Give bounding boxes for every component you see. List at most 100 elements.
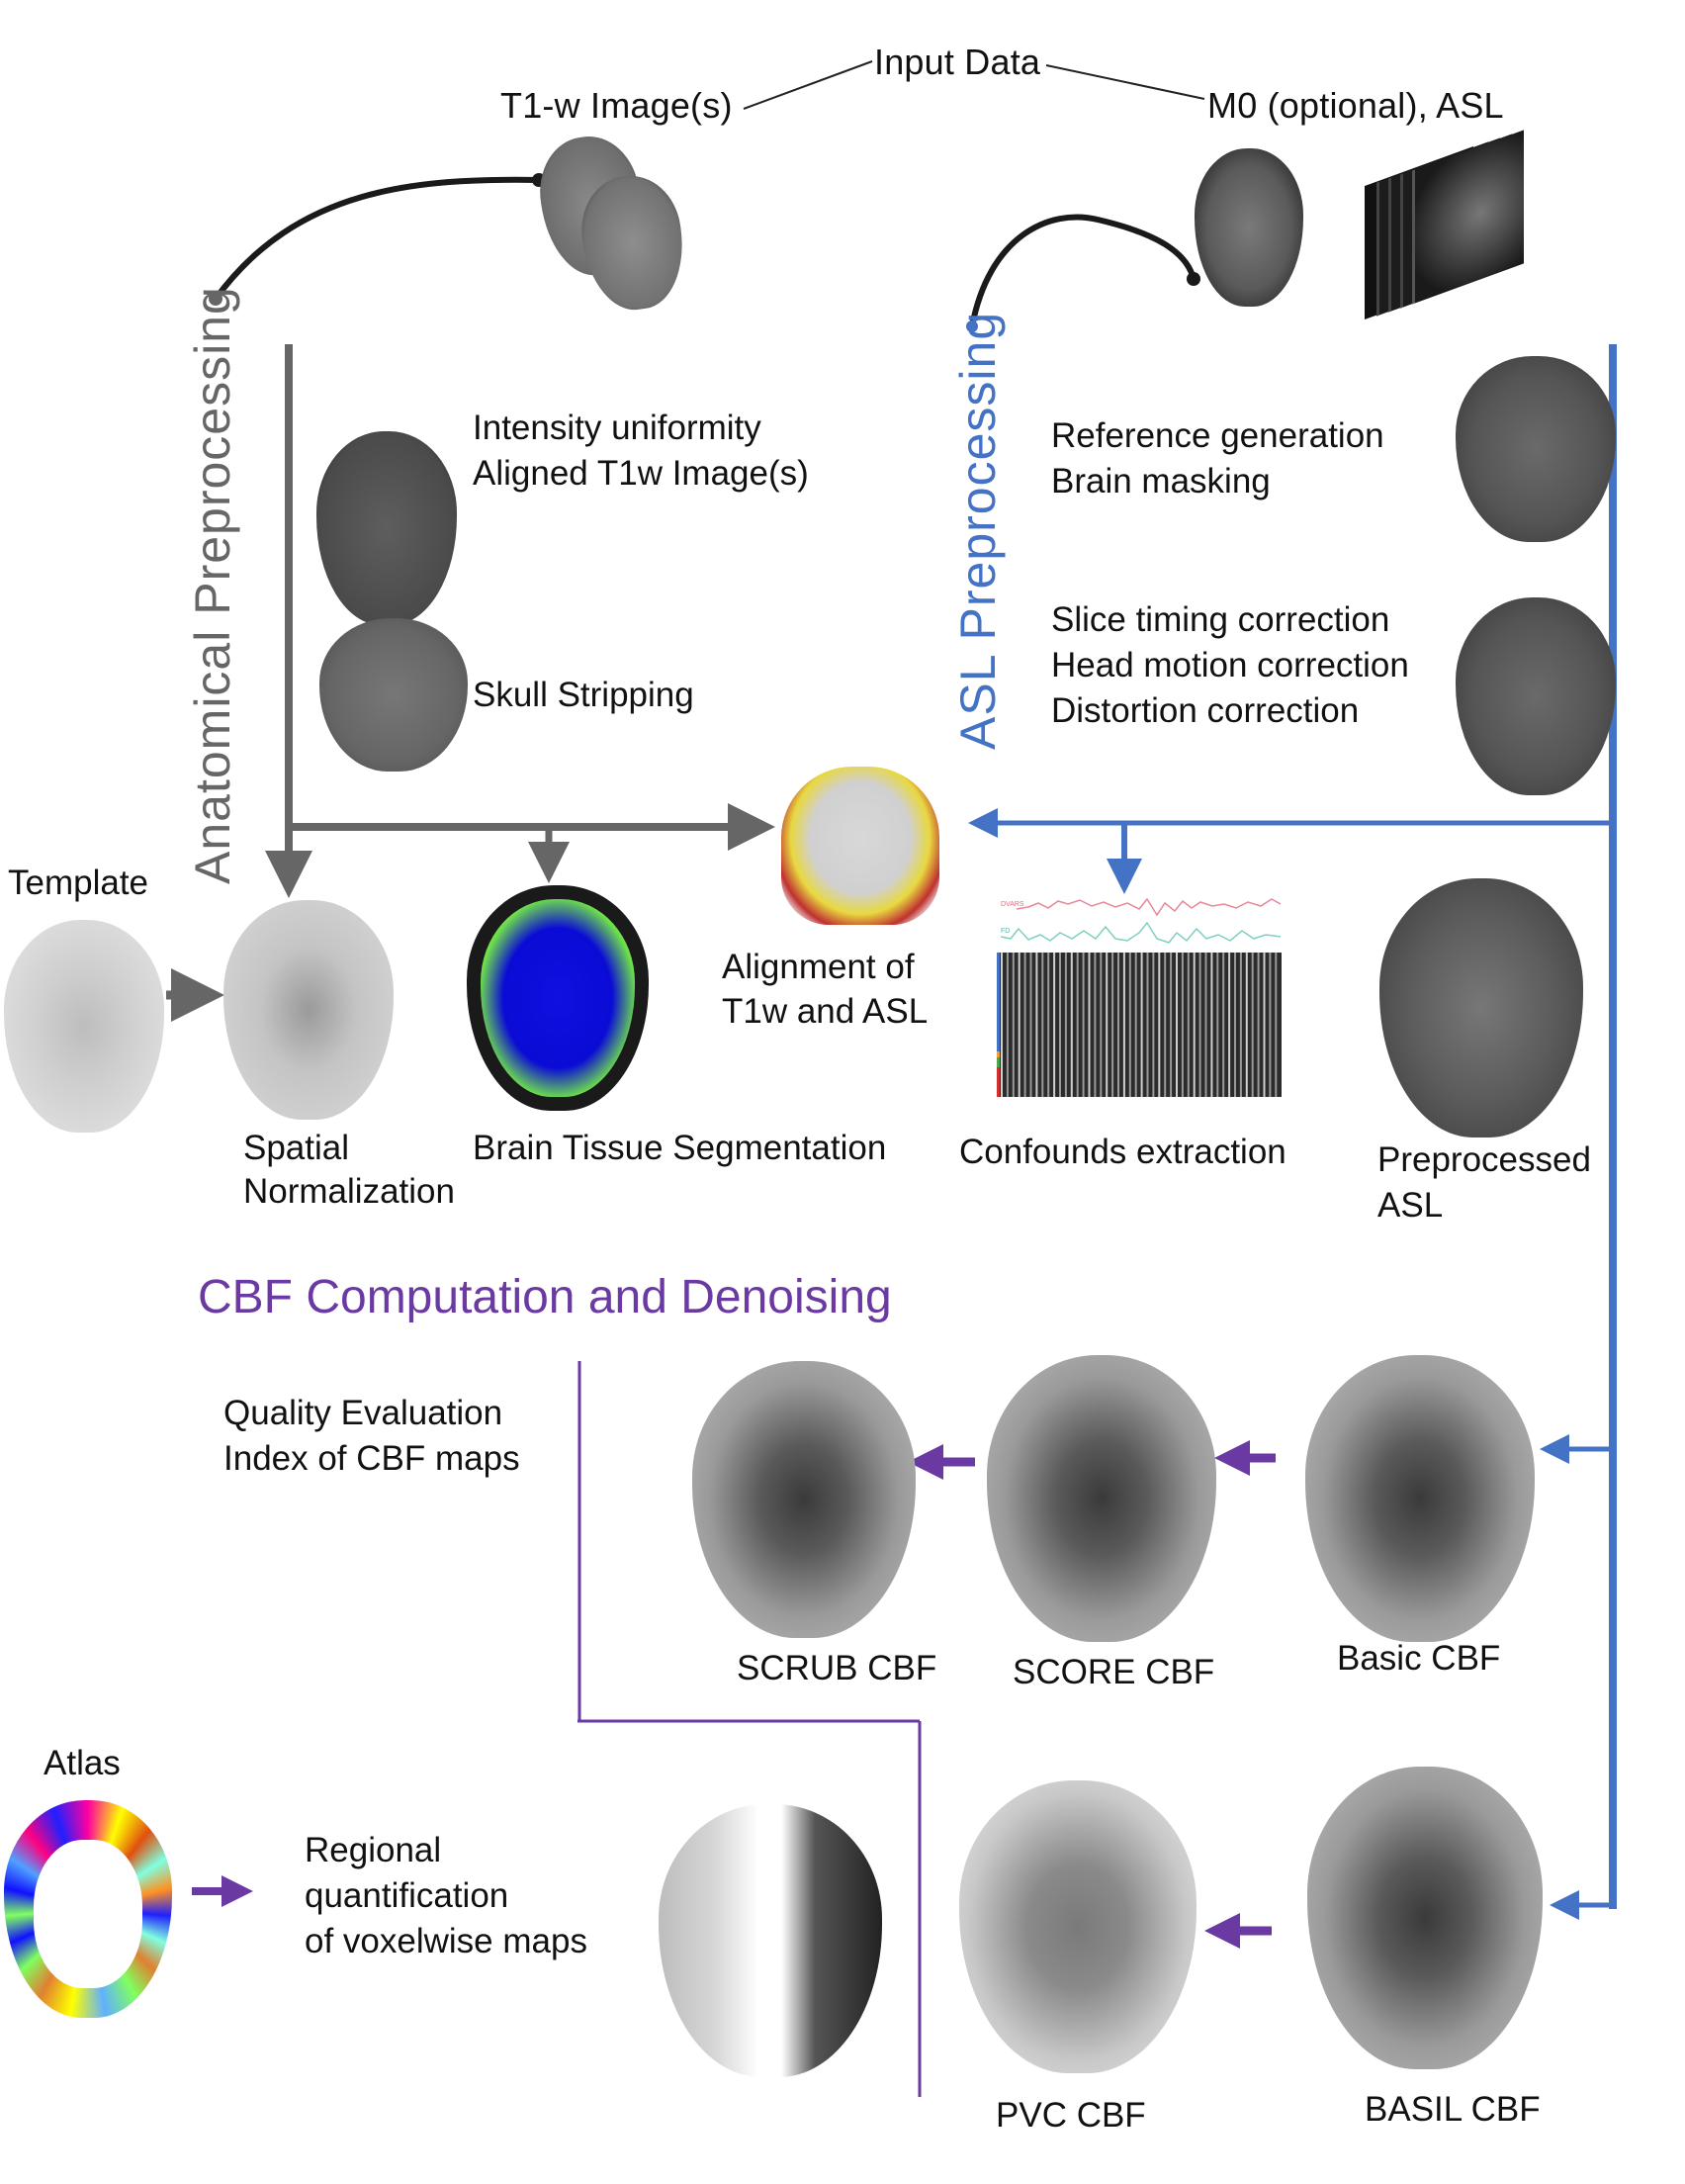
fd-trace <box>1000 921 1282 944</box>
regional-map-image <box>659 1804 882 2077</box>
segmentation-label: Brain Tissue Segmentation <box>473 1129 887 1167</box>
reference-image <box>1456 356 1616 542</box>
correction-step-line-2: Head motion correction <box>1051 646 1409 684</box>
intensity-uniformity-image <box>316 431 457 625</box>
carpet-stripe <box>1158 953 1161 1097</box>
template-label: Template <box>8 864 149 902</box>
carpet-stripe <box>1146 953 1149 1097</box>
asl-slice <box>1412 130 1524 305</box>
reference-step-line-1: Reference generation <box>1051 416 1384 455</box>
carpet-stripe <box>1228 953 1231 1097</box>
anatomical-connector-arc <box>213 176 540 301</box>
carpet-stripe <box>1198 953 1201 1097</box>
confounds-plot: DVARS FD <box>989 895 1286 1108</box>
quality-line-1: Quality Evaluation <box>223 1394 503 1432</box>
carpet-stripe <box>1053 953 1056 1097</box>
carpet-roi-bar-red <box>997 1067 1000 1097</box>
regional-line-1: Regional <box>305 1831 442 1869</box>
spatial-normalization-line-2: Normalization <box>243 1172 455 1211</box>
carpet-stripe <box>1170 953 1173 1097</box>
segmentation-image <box>467 885 649 1111</box>
carpet-stripe <box>1222 953 1225 1097</box>
carpet-stripe <box>1070 953 1073 1097</box>
carpet-stripe <box>1041 953 1044 1097</box>
m0-input-image <box>1195 148 1303 307</box>
carpet-roi-bar-green <box>997 1057 1000 1067</box>
scrub-cbf-map <box>692 1361 916 1638</box>
carpet-stripe <box>1094 953 1097 1097</box>
basic-cbf-map <box>1305 1355 1535 1642</box>
carpet-roi-bar-blue <box>997 953 1000 1051</box>
skull-stripping-label: Skull Stripping <box>473 676 694 714</box>
atlas-center-mask <box>34 1840 142 1988</box>
carpet-stripe <box>1251 953 1254 1097</box>
atlas-label: Atlas <box>44 1744 121 1782</box>
carpet-plot-stripes <box>1001 953 1278 1097</box>
carpet-stripe <box>1117 953 1119 1097</box>
input-data-title: Input Data <box>874 42 1041 82</box>
input-line-left <box>743 60 873 110</box>
carpet-stripe <box>1035 953 1038 1097</box>
carpet-stripe <box>1275 953 1278 1097</box>
carpet-stripe <box>1216 953 1219 1097</box>
carpet-stripe <box>1001 953 1003 1097</box>
alignment-line-1: Alignment of <box>722 948 915 986</box>
corrected-asl-image <box>1456 597 1616 795</box>
basil-cbf-map <box>1307 1767 1543 2069</box>
input-line-right <box>1045 64 1205 100</box>
carpet-stripe <box>1064 953 1067 1097</box>
preprocessed-asl-image <box>1379 878 1583 1138</box>
anatomical-section-title: Anatomical Preprocessing <box>185 286 240 884</box>
spatial-normalization-line-1: Spatial <box>243 1129 350 1167</box>
carpet-stripe <box>1269 953 1272 1097</box>
scrub-cbf-label: SCRUB CBF <box>737 1649 937 1687</box>
correction-step-line-1: Slice timing correction <box>1051 600 1390 639</box>
anatomical-arc-dot-start <box>209 292 222 306</box>
cbf-section-title: CBF Computation and Denoising <box>198 1271 892 1323</box>
segmentation-tissue-map <box>481 899 635 1097</box>
carpet-stripe <box>1018 953 1020 1097</box>
pvc-cbf-map <box>959 1780 1197 2073</box>
t1-input-label: T1-w Image(s) <box>500 85 733 126</box>
carpet-plot <box>999 953 1282 1097</box>
carpet-stripe <box>1204 953 1207 1097</box>
correction-step-line-3: Distortion correction <box>1051 691 1360 730</box>
dvars-trace-label: DVARS <box>1001 901 1024 908</box>
intensity-step-line-1: Intensity uniformity <box>473 409 761 447</box>
alignment-coronal-image <box>781 767 939 925</box>
pvc-cbf-label: PVC CBF <box>996 2096 1146 2135</box>
carpet-stripe <box>1029 953 1032 1097</box>
carpet-stripe <box>1263 953 1266 1097</box>
score-cbf-label: SCORE CBF <box>1013 1653 1215 1691</box>
carpet-stripe <box>1210 953 1213 1097</box>
carpet-stripe <box>1164 953 1167 1097</box>
score-cbf-map <box>987 1355 1216 1642</box>
carpet-stripe <box>1100 953 1103 1097</box>
asl-arc-dot-end <box>1187 272 1200 286</box>
carpet-stripe <box>1106 953 1109 1097</box>
basil-cbf-label: BASIL CBF <box>1365 2090 1541 2129</box>
carpet-stripe <box>1076 953 1079 1097</box>
carpet-stripe <box>1088 953 1091 1097</box>
carpet-stripe <box>1152 953 1155 1097</box>
template-image <box>4 920 164 1133</box>
preprocessed-asl-line-2: ASL <box>1377 1186 1444 1225</box>
regional-line-2: quantification <box>305 1876 509 1915</box>
alignment-line-2: T1w and ASL <box>722 992 929 1031</box>
intensity-step-line-2: Aligned T1w Image(s) <box>473 454 809 493</box>
asl-arc-dot-start <box>966 320 978 332</box>
carpet-stripe <box>1187 953 1190 1097</box>
carpet-stripe <box>1245 953 1248 1097</box>
asl-volume-stack <box>1365 130 1524 320</box>
carpet-stripe <box>1128 953 1131 1097</box>
confounds-label: Confounds extraction <box>959 1133 1286 1171</box>
spatial-normalization-image <box>223 900 394 1120</box>
asl-connector-arc <box>969 214 1197 327</box>
carpet-stripe <box>1193 953 1196 1097</box>
carpet-stripe <box>1176 953 1178 1097</box>
fd-trace-label: FD <box>1001 928 1010 935</box>
asl-input-label: M0 (optional), ASL <box>1207 85 1504 126</box>
carpet-stripe <box>1239 953 1242 1097</box>
carpet-stripe <box>1047 953 1050 1097</box>
